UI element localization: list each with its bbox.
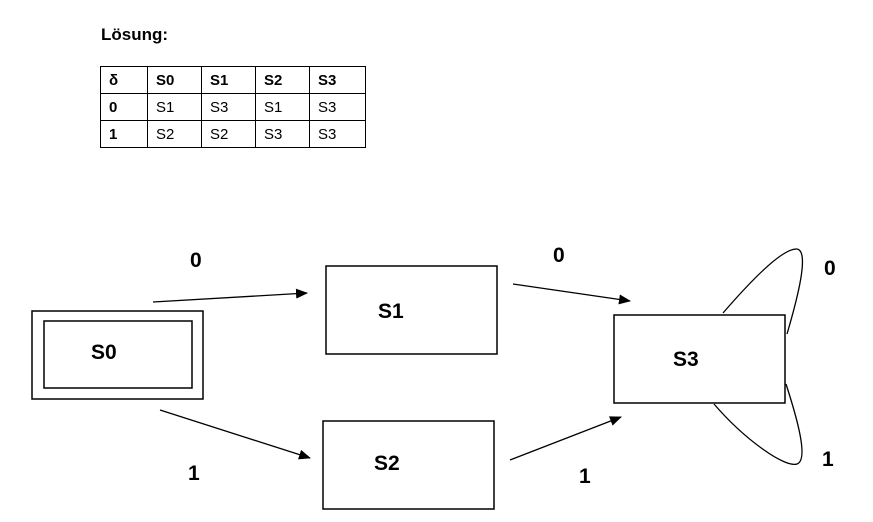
transition-arrow-s2-s3 bbox=[509, 416, 622, 461]
table-row-header: 0 bbox=[100, 93, 148, 121]
state-s2-label: S2 bbox=[374, 452, 400, 475]
state-s1-label: S1 bbox=[378, 300, 404, 323]
table-header-cell: S1 bbox=[201, 66, 256, 94]
transition-label-s0-s2: 1 bbox=[188, 462, 200, 485]
state-s0-label: S0 bbox=[91, 341, 117, 364]
table-cell: S3 bbox=[255, 120, 310, 148]
table-header-cell: S2 bbox=[255, 66, 310, 94]
transition-label-s1-s3: 0 bbox=[553, 244, 565, 267]
state-s3-box bbox=[613, 314, 786, 404]
transition-arrow-s1-s3 bbox=[512, 283, 631, 305]
table-cell: S3 bbox=[309, 93, 366, 121]
table-header-row: δ S0 S1 S2 S3 bbox=[100, 66, 366, 94]
state-s3-label: S3 bbox=[673, 348, 699, 371]
self-loop-s3-0 bbox=[722, 248, 804, 335]
table-header-cell: δ bbox=[100, 66, 148, 94]
self-loop-label-s3-0: 0 bbox=[824, 257, 836, 280]
table-row: 1 S2 S2 S3 S3 bbox=[100, 120, 366, 148]
table-cell: S1 bbox=[147, 93, 202, 121]
transition-arrow-s0-s2 bbox=[159, 409, 311, 460]
state-s2: S2 bbox=[322, 420, 495, 510]
self-loop-s3-1 bbox=[713, 383, 803, 465]
table-row: 0 S1 S3 S1 S3 bbox=[100, 93, 366, 121]
state-s3: S3 bbox=[613, 314, 786, 404]
state-s0: S0 bbox=[31, 310, 204, 400]
transition-label-s0-s1: 0 bbox=[190, 249, 202, 272]
transition-table: δ S0 S1 S2 S3 0 S1 S3 S1 S3 1 S2 S2 S3 S… bbox=[100, 66, 366, 148]
transition-label-s2-s3: 1 bbox=[579, 465, 591, 488]
self-loop-label-s3-1: 1 bbox=[822, 448, 834, 471]
table-cell: S3 bbox=[309, 120, 366, 148]
state-s1-box bbox=[325, 265, 498, 355]
table-row-header: 1 bbox=[100, 120, 148, 148]
state-s1: S1 bbox=[325, 265, 498, 355]
table-header-cell: S0 bbox=[147, 66, 202, 94]
state-s2-box bbox=[322, 420, 495, 510]
transition-arrow-s0-s1 bbox=[152, 288, 308, 303]
solution-heading: Lösung: bbox=[101, 25, 169, 44]
state-s0-inner-border bbox=[43, 320, 193, 389]
table-cell: S3 bbox=[201, 93, 256, 121]
table-header-cell: S3 bbox=[309, 66, 366, 94]
